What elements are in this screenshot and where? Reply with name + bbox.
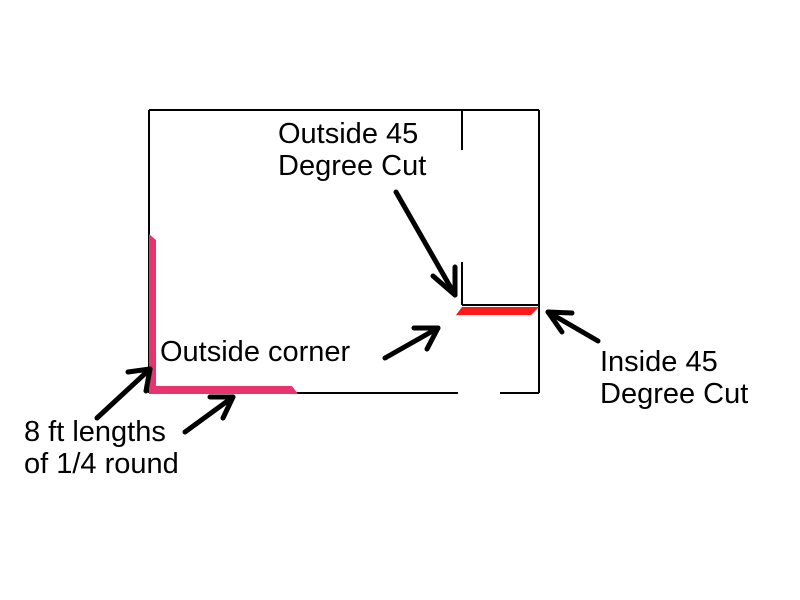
quarter-round-lengths-label: 8 ft lengths of 1/4 round <box>24 416 179 481</box>
arrows <box>94 189 601 435</box>
outside-corner-label-text: Outside corner <box>160 336 351 368</box>
inside-cut-label-line1: Inside 45 <box>600 346 718 378</box>
outside-corner-label: Outside corner <box>160 336 351 369</box>
quarter-round-left-vertical <box>149 234 156 388</box>
arrow-icon <box>393 189 458 298</box>
arrow-icon <box>94 366 153 421</box>
quarter-round-left-horizontal <box>149 386 298 394</box>
arrow-icon <box>182 394 236 435</box>
quarter-round-right <box>456 307 539 315</box>
arrow-icon <box>382 325 441 361</box>
inside-cut-label: Inside 45 Degree Cut <box>600 346 749 411</box>
outside-cut-label: Outside 45 Degree Cut <box>278 118 427 183</box>
arrow-icon <box>545 309 601 344</box>
inside-cut-label-line2: Degree Cut <box>600 377 749 410</box>
lengths-label-line1: 8 ft lengths <box>24 416 166 448</box>
outside-cut-label-line1: Outside 45 <box>278 118 419 150</box>
outside-cut-label-line2: Degree Cut <box>278 149 427 182</box>
lengths-label-line2: of 1/4 round <box>24 447 179 480</box>
